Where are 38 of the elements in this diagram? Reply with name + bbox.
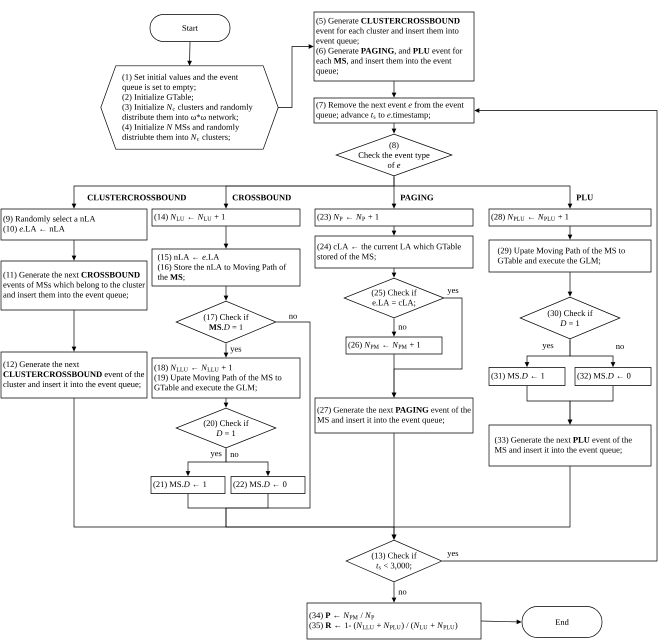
process-box: (29) Upate Moving Path of the MS to GTable and execute the GLM; (488, 240, 652, 272)
process-box: (22) MS.D ← 0 (230, 476, 306, 494)
preparation-hexagon: (1) Set initial values and the event queue is set to empty; (2) Initialize GTable; (3) Initialize N$_{c}$ clusters and randomly distribute them into ω*ω network; (4) Initialize N MSs and randomly distriubte them into N$_{c}$ clusters; (100, 65, 279, 150)
process-box: (32) MS.D ← 0 (574, 367, 652, 386)
edge-label: yes (446, 550, 460, 559)
arrow (442, 108, 658, 562)
edge-label: no (229, 452, 240, 458)
edge-label: no (397, 324, 408, 331)
process-box: (14) N$_{LU}$ ← N$_{LU}$ + 1 (152, 208, 300, 226)
process-box: (12) Generate the next CLUSTERCROSSBOUND event of the cluster and insert it into the event queue; (0, 352, 148, 398)
process-box: (5) Generate CLUSTERCROSSBOUND event for each cluster and insert them into event queue; (6) Generate PAGING, and PLU event for each MS, and insert them into the event queue; (314, 12, 474, 82)
terminal-box: Start (150, 14, 230, 42)
edge-label: yes (229, 346, 243, 354)
edge-label: CROSSBOUND (231, 194, 292, 202)
process-box: (28) N$_{PLU}$ ← N$_{PLU}$ + 1 (488, 208, 652, 226)
edge-label: no (397, 589, 408, 596)
process-box: (7) Remove the next event e from the event queue; advance t$_{s}$ to e.timestamp; (314, 98, 474, 124)
edge-label: no (288, 314, 298, 320)
process-box: (27) Generate the next PAGING event of the MS and insert it into the event queue; (314, 398, 474, 434)
process-box: (15) nLA ← e.LA (16) Store the nLA to Moving Path of the MS; (152, 248, 300, 286)
process-box: (26) N$_{PM}$ ← N$_{PM}$ + 1 (346, 336, 442, 354)
process-box: (24) cLA ← the current LA which GTable stored of the MS; (314, 236, 474, 268)
process-box: (9) Randomly select a nLA (10) e.LA ← nLA (0, 208, 148, 240)
process-box: (11) Generate the next CROSSBOUND events of MSs which belong to the cluster and insert them into the event queue; (0, 260, 148, 310)
edge-label: PAGING (399, 194, 435, 202)
process-box: (34) P ← N$_{PM}$ / N$_{P}$ (35) R ← 1- (N$_{LLU}$ + N$_{PLU}$) / (N$_{LU}$ + N$_{PLU}$) (306, 602, 482, 640)
edge-label: no (614, 344, 626, 350)
terminal-box: End (522, 606, 602, 638)
edge-label: yes (209, 451, 223, 459)
process-box: (23) N$_{P}$ ← N$_{P}$ + 1 (314, 208, 474, 226)
edge-label: PLU (575, 194, 594, 202)
edge-label: yes (446, 288, 460, 296)
edge-label: CLUSTERCROSSBOUND (86, 194, 188, 202)
process-box: (33) Generate the next PLU event of the MS and insert it into the event queue; (488, 424, 652, 466)
edge-label: yes (541, 343, 555, 351)
process-box: (31) MS.D ← 1 (488, 367, 566, 386)
process-box: (18) N$_{LLU}$ ← N$_{LLU}$ + 1 (19) Upate Moving Path of the MS to GTable and execute the GLM; (152, 358, 300, 398)
process-box: (21) MS.D ← 1 (150, 476, 226, 494)
